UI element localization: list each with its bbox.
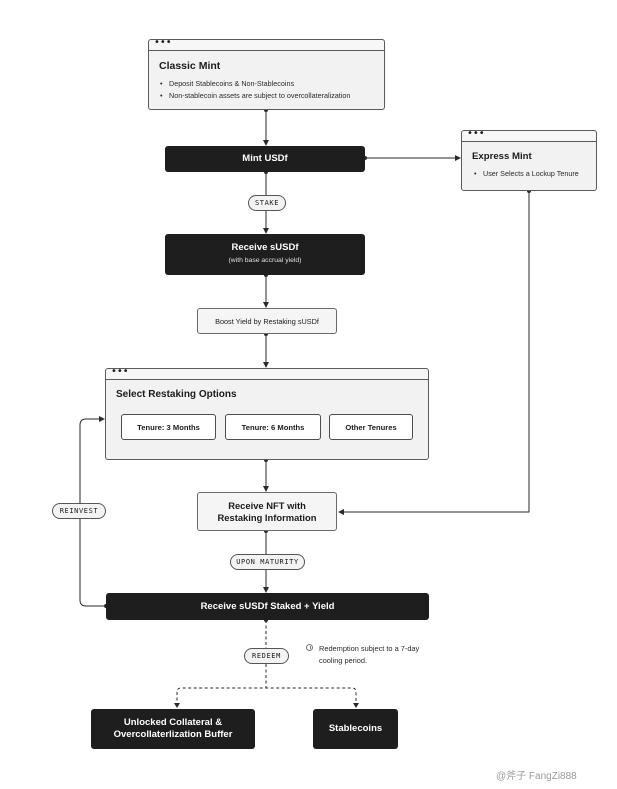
stake-pill: STAKE: [248, 195, 286, 211]
receive-staked-box: Receive sUSDf Staked + Yield: [106, 593, 429, 620]
option-other-tenures[interactable]: Other Tenures: [329, 414, 413, 440]
classic-mint-title: Classic Mint: [159, 60, 221, 72]
stablecoins-label: Stablecoins: [328, 723, 383, 734]
classic-mint-bullet: Non-stablecoin assets are subject to ove…: [160, 90, 350, 102]
unlocked-collateral-line1: Unlocked Collateral &: [123, 717, 223, 728]
receive-nft-line1: Receive NFT with: [228, 499, 306, 511]
unlocked-collateral-box: Unlocked Collateral & Overcollaterlizati…: [91, 709, 255, 749]
express-mint-title: Express Mint: [472, 151, 532, 162]
boost-yield-label: Boost Yield by Restaking sUSDf: [215, 316, 319, 326]
window-dots-icon: •••: [467, 128, 485, 139]
stablecoins-box: Stablecoins: [313, 709, 398, 749]
window-titlebar: •••: [149, 37, 384, 51]
classic-mint-window: ••• Classic Mint Deposit Stablecoins & N…: [148, 37, 385, 110]
receive-susdf-title: Receive sUSDf: [231, 242, 299, 253]
receive-nft-box: Receive NFT with Restaking Information: [197, 492, 337, 531]
option-tenure-6-months[interactable]: Tenure: 6 Months: [225, 414, 321, 440]
classic-mint-bullet: Deposit Stablecoins & Non-Stablecoins: [160, 78, 350, 90]
express-mint-window: ••• Express Mint User Selects a Lockup T…: [461, 128, 597, 191]
window-dots-icon: •••: [154, 37, 172, 48]
receive-staked-label: Receive sUSDf Staked + Yield: [200, 600, 335, 612]
receive-susdf-box: Receive sUSDf (with base accrual yield): [165, 234, 365, 275]
option-tenure-3-months[interactable]: Tenure: 3 Months: [121, 414, 216, 440]
receive-nft-line2: Restaking Information: [217, 511, 317, 523]
upon-maturity-pill: UPON MATURITY: [230, 554, 305, 570]
window-dots-icon: •••: [111, 366, 129, 377]
express-mint-bullet: User Selects a Lockup Tenure: [474, 168, 579, 180]
receive-susdf-subtitle: (with base accrual yield): [228, 257, 302, 264]
boost-yield-box: Boost Yield by Restaking sUSDf: [197, 308, 337, 334]
watermark: @斧子 FangZi888: [496, 771, 577, 782]
redeem-pill: REDEEM: [244, 648, 289, 664]
restaking-options-title: Select Restaking Options: [116, 389, 237, 400]
redemption-note-text: Redemption subject to a 7-day cooling pe…: [319, 644, 420, 665]
window-titlebar: •••: [462, 128, 596, 142]
window-titlebar: •••: [106, 366, 428, 380]
mint-usdf-box: Mint USDf: [165, 146, 365, 172]
reinvest-pill: REINVEST: [52, 503, 106, 519]
unlocked-collateral-line2: Overcollaterlization Buffer: [113, 729, 233, 740]
mint-usdf-label: Mint USDf: [242, 153, 288, 164]
clock-icon: [306, 644, 313, 651]
